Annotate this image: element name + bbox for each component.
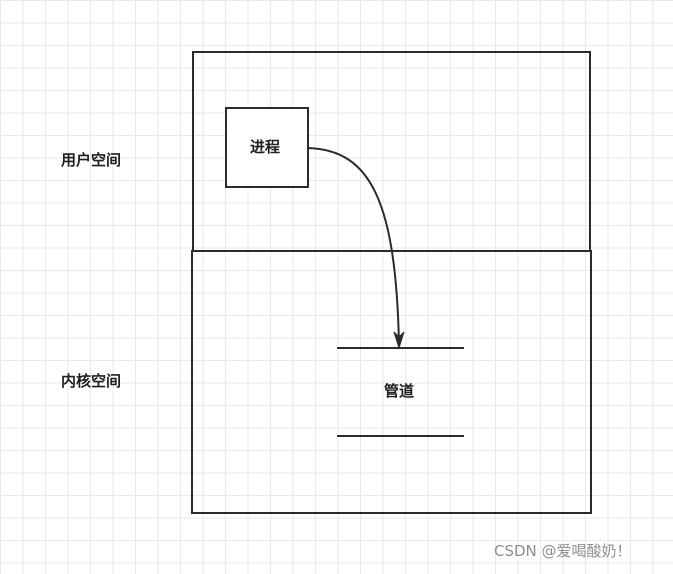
pipe-label: 管道: [384, 382, 415, 400]
user-space-label: 用户空间: [61, 151, 122, 169]
watermark-text: CSDN @爱喝酸奶！: [494, 542, 632, 560]
arrowhead-icon: [393, 331, 405, 350]
kernel-space-label: 内核空间: [61, 372, 122, 390]
process-to-pipe-arrow: [307, 147, 400, 346]
process-label: 进程: [250, 138, 281, 156]
process-box: [225, 107, 309, 188]
